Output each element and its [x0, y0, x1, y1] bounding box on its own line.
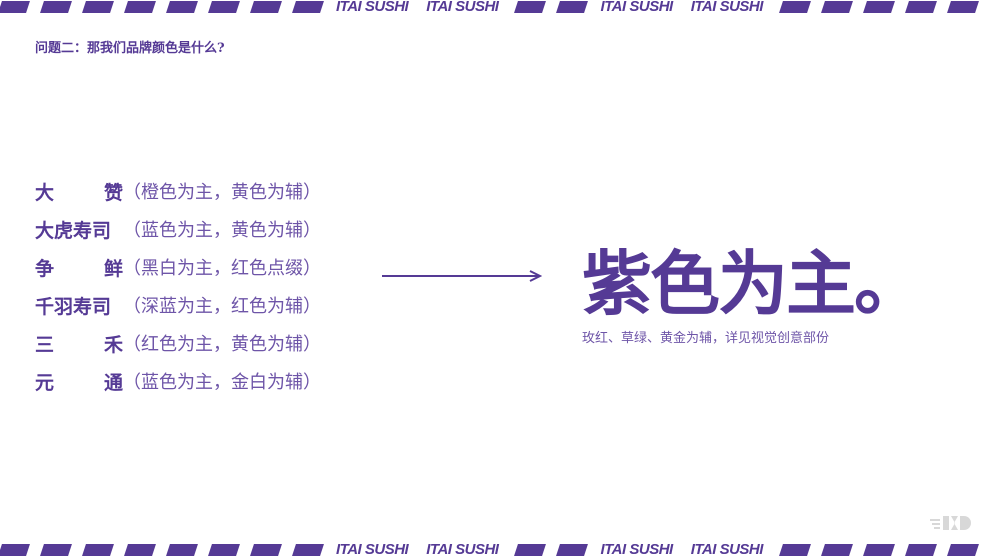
stripe-mark — [292, 543, 324, 556]
stripe-mark — [514, 543, 547, 556]
competitor-name: 三 — [35, 333, 55, 356]
brand-wordmark: ITAI SUSHI — [690, 0, 764, 13]
brand-wordmark: ITAI SUSHI — [336, 0, 409, 13]
question-heading: 问题二：那我们品牌颜色是什么? — [35, 41, 225, 56]
stripe-mark — [166, 543, 198, 556]
stripe-mark — [40, 0, 72, 13]
list-item: 千羽寿司 （深蓝为主，红色为辅） — [35, 286, 321, 324]
list-item: 三 禾（红色为主，黄色为辅） — [35, 324, 321, 362]
competitor-color-desc: （蓝色为主，黄色为辅） — [123, 220, 321, 241]
list-item: 大虎寿司 （蓝色为主，黄色为辅） — [35, 210, 321, 248]
competitor-color-desc: （黑白为主，红色点缀） — [123, 258, 321, 279]
stripe-mark — [250, 543, 282, 556]
competitor-color-desc: （红色为主，黄色为辅） — [123, 334, 321, 355]
competitor-name: 大 — [35, 181, 55, 204]
competitor-color-desc: （深蓝为主，红色为辅） — [123, 296, 321, 317]
competitor-color-desc: （橙色为主，黄色为辅） — [123, 182, 321, 203]
stripe-mark — [0, 543, 30, 556]
stripe-mark — [556, 543, 589, 556]
competitor-list: 大 赞（橙色为主，黄色为辅） 大虎寿司 （蓝色为主，黄色为辅） 争 鲜（黑白为主，红色… — [35, 172, 321, 400]
competitor-name: 鲜 — [103, 257, 123, 280]
brand-wordmark: ITAI SUSHI — [690, 543, 764, 556]
top-stripe-band: ITAI SUSHI ITAI SUSHI ITAI SUSHI ITAI SUSHI — [0, 0, 989, 13]
brand-wordmark: ITAI SUSHI — [426, 0, 499, 13]
stripe-mark — [40, 543, 72, 556]
competitor-color-desc: （蓝色为主，金白为辅） — [123, 372, 321, 393]
stripe-mark — [556, 0, 589, 13]
conclusion-title: 紫色为主。 — [582, 242, 924, 325]
stripe-mark — [208, 0, 240, 13]
competitor-name: 赞 — [103, 181, 123, 204]
competitor-name: 争 — [35, 257, 55, 280]
brand-wordmark: ITAI SUSHI — [600, 0, 673, 13]
stripe-mark — [778, 543, 811, 556]
competitor-name: 禾 — [103, 333, 123, 356]
stripe-mark — [82, 0, 114, 13]
competitor-name: 大虎寿司 — [35, 219, 112, 242]
logo-icon — [930, 516, 971, 530]
competitor-name: 元 — [35, 371, 55, 394]
stripe-mark — [208, 543, 240, 556]
list-item: 大 赞（橙色为主，黄色为辅） — [35, 172, 321, 210]
stripe-mark — [778, 0, 811, 13]
stripe-mark — [904, 0, 937, 13]
stripe-mark — [946, 0, 979, 13]
stripe-mark — [250, 0, 282, 13]
brand-wordmark: ITAI SUSHI — [600, 543, 673, 556]
stripe-mark — [820, 0, 853, 13]
brand-wordmark: ITAI SUSHI — [336, 543, 409, 556]
list-item: 争 鲜（黑白为主，红色点缀） — [35, 248, 321, 286]
stripe-mark — [862, 543, 895, 556]
stripe-mark — [946, 543, 979, 556]
stripe-mark — [862, 0, 895, 13]
arrow-right-icon — [382, 270, 542, 282]
stripe-mark — [820, 543, 853, 556]
stripe-mark — [124, 543, 156, 556]
stripe-mark — [166, 0, 198, 13]
bottom-stripe-band: ITAI SUSHI ITAI SUSHI ITAI SUSHI ITAI SUSHI — [0, 543, 989, 556]
brand-wordmark: ITAI SUSHI — [426, 543, 499, 556]
stripe-mark — [0, 0, 30, 13]
stripe-mark — [904, 543, 937, 556]
stripe-mark — [514, 0, 547, 13]
competitor-name: 千羽寿司 — [35, 295, 112, 318]
stripe-mark — [82, 543, 114, 556]
stripe-mark — [124, 0, 156, 13]
list-item: 元 通（蓝色为主，金白为辅） — [35, 362, 321, 400]
competitor-name: 通 — [103, 371, 123, 394]
conclusion-subtitle: 玫红、草绿、黄金为辅，详见视觉创意部份 — [582, 331, 830, 346]
stripe-mark — [292, 0, 324, 13]
